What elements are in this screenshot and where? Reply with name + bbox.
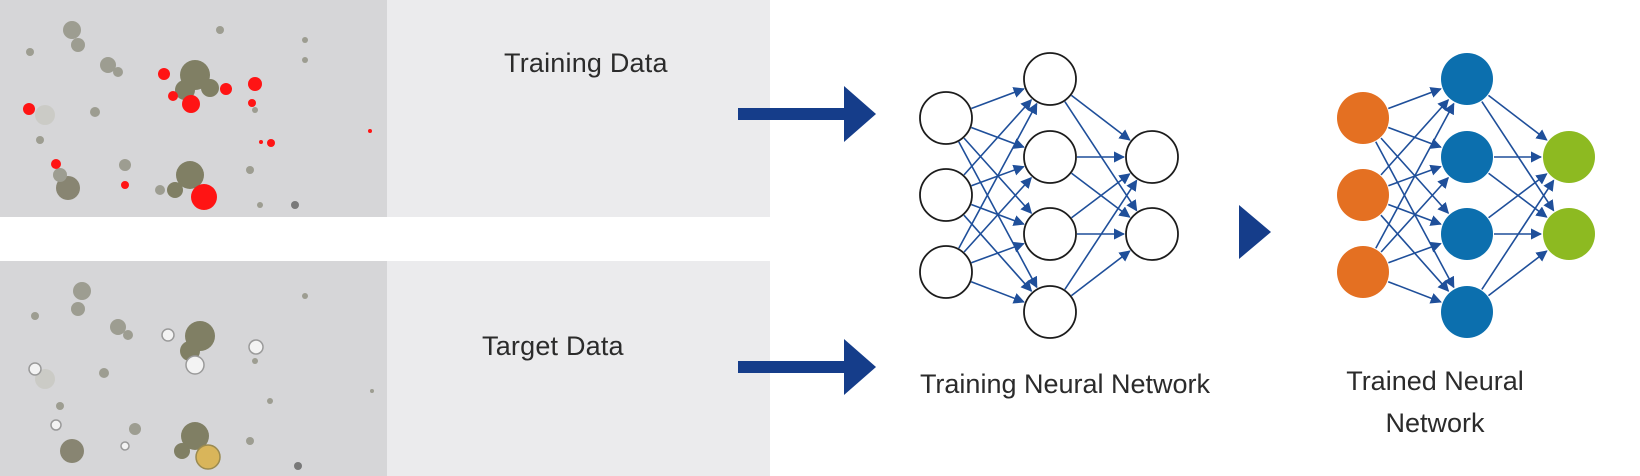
training-microscopy-image: [0, 0, 387, 217]
hidden-node: [1023, 285, 1077, 339]
network-connection: [1064, 101, 1138, 212]
network-connection: [1064, 179, 1138, 290]
network-connection: [970, 87, 1025, 110]
input-node: [919, 91, 973, 145]
trained-neural-network: [1337, 53, 1595, 338]
target-data-panel: Target Data: [0, 261, 770, 476]
red-annotation-markers: [23, 68, 372, 210]
input-node: [1337, 246, 1389, 298]
network-connection: [1380, 99, 1450, 176]
network-connection: [1387, 87, 1442, 110]
output-node: [1125, 130, 1179, 184]
input-node: [1337, 92, 1389, 144]
network-connection: [1488, 173, 1548, 219]
input-node: [919, 168, 973, 222]
input-node: [919, 245, 973, 299]
network-transition-arrow: [1239, 205, 1271, 259]
network-connection: [970, 280, 1025, 304]
hidden-node: [1023, 130, 1077, 184]
input-node: [1337, 169, 1389, 221]
hidden-node: [1023, 52, 1077, 106]
network-connection: [1380, 176, 1449, 253]
training-neural-network: [919, 52, 1179, 339]
network-connection: [1070, 250, 1131, 297]
network-connection: [1070, 94, 1131, 141]
network-connection: [1487, 94, 1548, 141]
training-data-label: Training Data: [504, 48, 668, 78]
training-network-caption: Training Neural Network: [919, 369, 1211, 399]
hidden-node: [1023, 207, 1077, 261]
network-connection: [1388, 241, 1442, 264]
network-connection: [1481, 101, 1555, 212]
hidden-node: [1441, 131, 1493, 183]
network-connection: [963, 99, 1033, 176]
network-connection: [971, 241, 1025, 264]
target-data-arrow: [738, 339, 876, 395]
trained-network-caption-line1: Trained Neural: [1346, 366, 1524, 396]
transparent-particles: [28, 328, 264, 451]
target-microscopy-image: [0, 261, 387, 476]
trained-network-caption-line2: Network: [1385, 408, 1485, 438]
training-data-panel: Training Data: [0, 0, 770, 217]
output-node: [1543, 131, 1595, 183]
hidden-node: [1441, 208, 1493, 260]
network-connection: [1387, 280, 1442, 304]
network-connection: [1375, 102, 1455, 249]
training-data-arrow: [738, 86, 876, 142]
network-connection: [1481, 179, 1555, 290]
selected-particle: [195, 444, 221, 470]
output-node: [1543, 208, 1595, 260]
network-connection: [963, 176, 1032, 253]
network-connection: [958, 102, 1038, 249]
hidden-node: [1441, 286, 1493, 338]
network-connection: [1071, 173, 1131, 219]
network-connection: [1487, 250, 1548, 297]
target-data-label: Target Data: [482, 331, 624, 361]
output-node: [1125, 207, 1179, 261]
trained-network-caption: Trained Neural Network: [1305, 360, 1565, 444]
hidden-node: [1441, 53, 1493, 105]
